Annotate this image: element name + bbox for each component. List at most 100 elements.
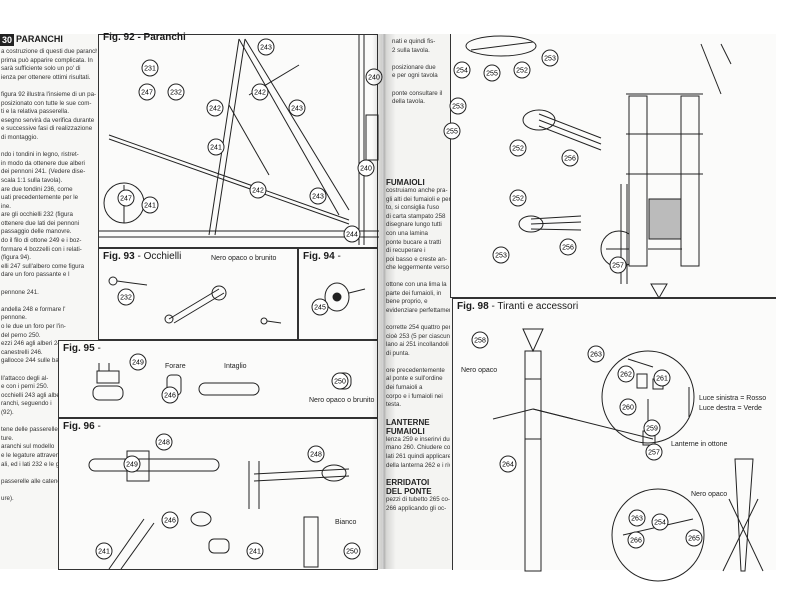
text-line: parte dei fumaioli, in [386, 289, 442, 297]
part-callout: 255 [443, 122, 461, 140]
text-line: dei fumaioli a [386, 384, 423, 392]
text-line: testa. [386, 401, 450, 410]
part-callout: 249 [129, 353, 147, 371]
text-line: 2 sulla tavola. [392, 46, 430, 54]
text-line: ali, ed i lati 232 e le gal- [1, 460, 67, 468]
part-number: 232 [170, 90, 182, 97]
figure-95-drawing [92, 363, 352, 401]
part-callout: 266 [627, 531, 645, 549]
part-number: 252 [512, 146, 524, 153]
figure-98-subtitle: - Tiranti e accessori [488, 301, 579, 312]
part-callout: 253 [449, 97, 467, 115]
part-number: 248 [310, 452, 322, 459]
part-number: 250 [334, 379, 346, 386]
text-line: di recuperare i [386, 247, 426, 255]
text-line: are gli occhielli 232 (figura [1, 211, 73, 219]
text-line: o le due un foro per l'in- [1, 323, 66, 330]
part-number: 232 [120, 295, 132, 302]
figure-96-panel: Fig. 96 - Bianco [58, 418, 378, 570]
text-line: occhielli 243 agli alberi e [1, 391, 69, 399]
text-line: formare 4 bozzelli con i relati- [1, 245, 82, 253]
part-number: 259 [646, 426, 658, 433]
text-line: do il filo di ottone 249 e i boz- [1, 237, 82, 245]
part-number: 241 [98, 549, 110, 556]
figure-93-note: Nero opaco o brunito [211, 255, 277, 262]
text-line: con una lamina [386, 229, 428, 237]
part-callout: 245 [311, 298, 329, 316]
part-number: 261 [656, 376, 668, 383]
part-number: 260 [622, 405, 634, 412]
text-line: posizionare due [392, 63, 436, 71]
part-callout: 247 [138, 83, 156, 101]
part-callout: 263 [587, 345, 605, 363]
text-line: ezzi 246 agli alberi 240 e [1, 340, 70, 348]
part-number: 256 [564, 156, 576, 163]
part-number: 253 [452, 104, 464, 111]
text-line: al ponte e sull'ordine [386, 375, 443, 383]
part-number: 254 [456, 68, 468, 75]
part-number: 253 [495, 253, 507, 260]
part-number: 241 [210, 145, 222, 152]
text-line: dei pennoni 241. (Vedere dise- [1, 168, 86, 176]
section-title: PARANCHI [16, 34, 63, 44]
part-number: 250 [346, 549, 358, 556]
text-line: ll'attacco degli al- [1, 374, 49, 382]
part-callout: 257 [645, 443, 663, 461]
part-number: 242 [209, 106, 221, 113]
figure-95-note-forare: Forare [165, 363, 186, 370]
text-line: ore precedentemente [386, 366, 445, 374]
figure-98-note-black: Nero opaco [461, 367, 498, 374]
text-line: gallocce 244 sulle bas- [1, 357, 64, 365]
text-line: (92). [1, 408, 14, 416]
text-line: to, si consiglia l'uso [386, 204, 440, 212]
part-number: 247 [141, 90, 153, 97]
part-callout: 249 [123, 455, 141, 473]
part-callout: 254 [453, 61, 471, 79]
part-callout: 265 [685, 529, 703, 547]
text-line: ranchi, seguendo i [1, 400, 52, 408]
figure-94-panel: Fig. 94 - [298, 248, 378, 340]
part-callout: 232 [117, 288, 135, 306]
figure-98-note-right-light: Luce destra = Verde [699, 405, 762, 412]
text-line: figura 92 illustra l'insieme di un pa- [1, 90, 97, 98]
part-callout: 259 [643, 419, 661, 437]
text-line: della tavola. [392, 98, 426, 106]
part-callout: 241 [95, 542, 113, 560]
part-callout: 247 [117, 189, 135, 207]
part-number: 243 [291, 106, 303, 113]
part-callout: 254 [651, 513, 669, 531]
part-callout: 232 [167, 83, 185, 101]
figure-93-title: Fig. 93 [103, 251, 135, 262]
part-number: 263 [590, 352, 602, 359]
part-number: 246 [164, 518, 176, 525]
part-number: 264 [502, 462, 514, 469]
text-line: elli 247 sull'albero come figura [1, 262, 85, 270]
part-number: 249 [132, 360, 144, 367]
part-callout: 242 [249, 181, 267, 199]
text-line: dare un foro passante e l [1, 271, 70, 279]
text-line: e le legature attraver- [1, 451, 60, 459]
part-number: 255 [486, 71, 498, 78]
part-callout: 261 [653, 369, 671, 387]
figure-96-drawing [88, 450, 350, 570]
part-number: 246 [164, 393, 176, 400]
figure-95-note-intaglio: Intaglio [224, 363, 247, 370]
part-number: 266 [630, 538, 642, 545]
part-number: 253 [544, 56, 556, 63]
part-number: 240 [360, 166, 372, 173]
figure-97-drawing [465, 35, 732, 300]
text-line: ienza per ottenere ottimi risultati. [1, 73, 91, 81]
text-line: e con i perni 250. [1, 383, 49, 391]
text-line: a costruzione di questi due paranchi [1, 48, 97, 55]
part-callout: 264 [499, 455, 517, 473]
part-callout: 242 [206, 99, 224, 117]
part-callout: 242 [251, 83, 269, 101]
figure-93-subtitle: - Occhielli [134, 251, 182, 262]
part-number: 258 [474, 338, 486, 345]
part-number: 254 [654, 520, 666, 527]
